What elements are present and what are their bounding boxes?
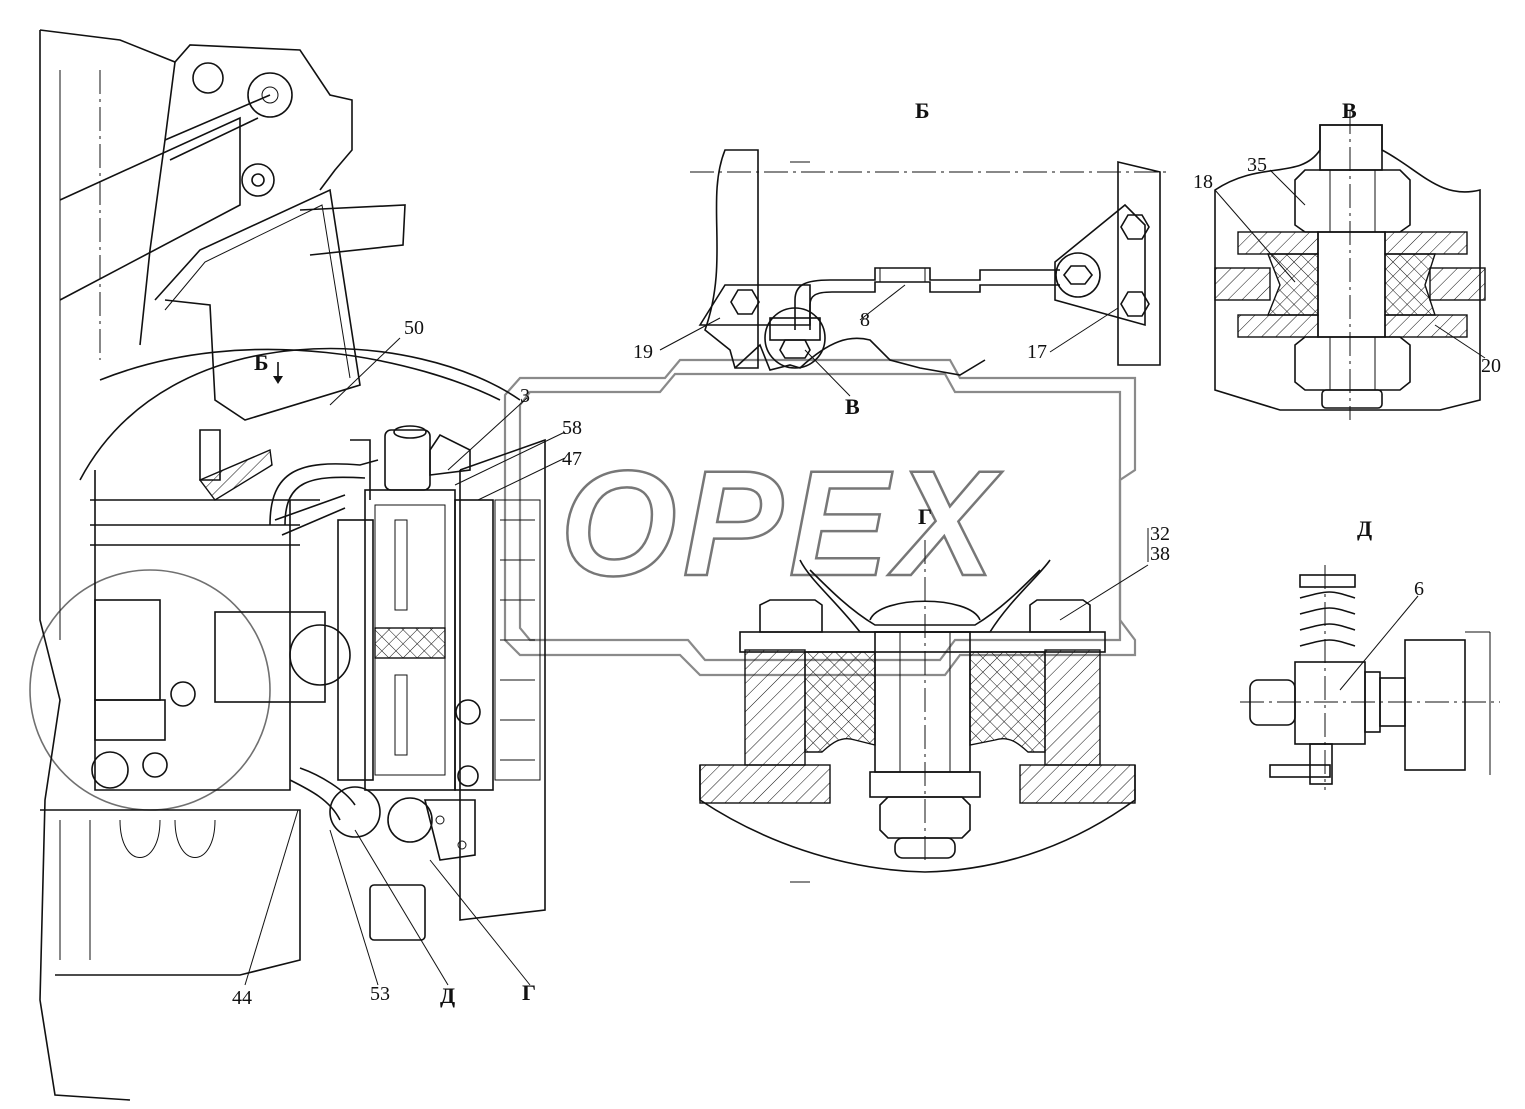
- callout-35: 35: [1247, 154, 1267, 176]
- view-b-labels: 19 8 17 В: [633, 309, 1047, 419]
- detail-v-marker: В: [845, 394, 860, 419]
- view-g-labels: 32 38: [1150, 523, 1170, 565]
- callout-44: 44: [232, 987, 252, 1009]
- section-d-marker: Д: [440, 983, 455, 1008]
- view-d-labels: 6: [1414, 578, 1424, 600]
- callout-53: 53: [370, 983, 390, 1005]
- callout-47: 47: [562, 448, 582, 470]
- main-view-labels: Б 50 3 58 47 44 53 Д Г: [232, 317, 582, 1009]
- callout-20: 20: [1481, 355, 1501, 377]
- callout-18: 18: [1193, 171, 1213, 193]
- view-b-title: Б: [915, 98, 930, 123]
- view-g-title: Г: [918, 504, 932, 529]
- callout-38: 38: [1150, 543, 1170, 565]
- view-d-title: Д: [1357, 516, 1372, 541]
- watermark-text: OPEX: [560, 439, 1003, 607]
- callout-58: 58: [562, 417, 582, 439]
- callout-8: 8: [860, 309, 870, 331]
- view-g-leaders: [1059, 528, 1149, 621]
- view-v-detail: В: [1214, 98, 1486, 420]
- callout-17: 17: [1027, 341, 1047, 363]
- watermark: OPEX: [503, 358, 1137, 677]
- view-v-leaders: [1214, 169, 1486, 359]
- callout-3: 3: [520, 385, 530, 407]
- main-view-leaders: [244, 337, 566, 986]
- view-g-detail: Г: [699, 504, 1136, 883]
- view-d-leaders: [1339, 595, 1419, 691]
- view-b-detail: Б: [690, 98, 1170, 376]
- view-arrow-b-label: Б: [254, 350, 269, 375]
- section-g-marker: Г: [522, 980, 536, 1005]
- callout-32: 32: [1150, 523, 1170, 545]
- view-d-detail: Д: [1240, 516, 1500, 790]
- callout-19: 19: [633, 341, 653, 363]
- view-b-leaders: [659, 284, 1119, 397]
- callout-6: 6: [1414, 578, 1424, 600]
- view-v-labels: 35 18 20: [1193, 154, 1501, 377]
- main-assembly-view: [29, 29, 546, 1101]
- callout-50: 50: [404, 317, 424, 339]
